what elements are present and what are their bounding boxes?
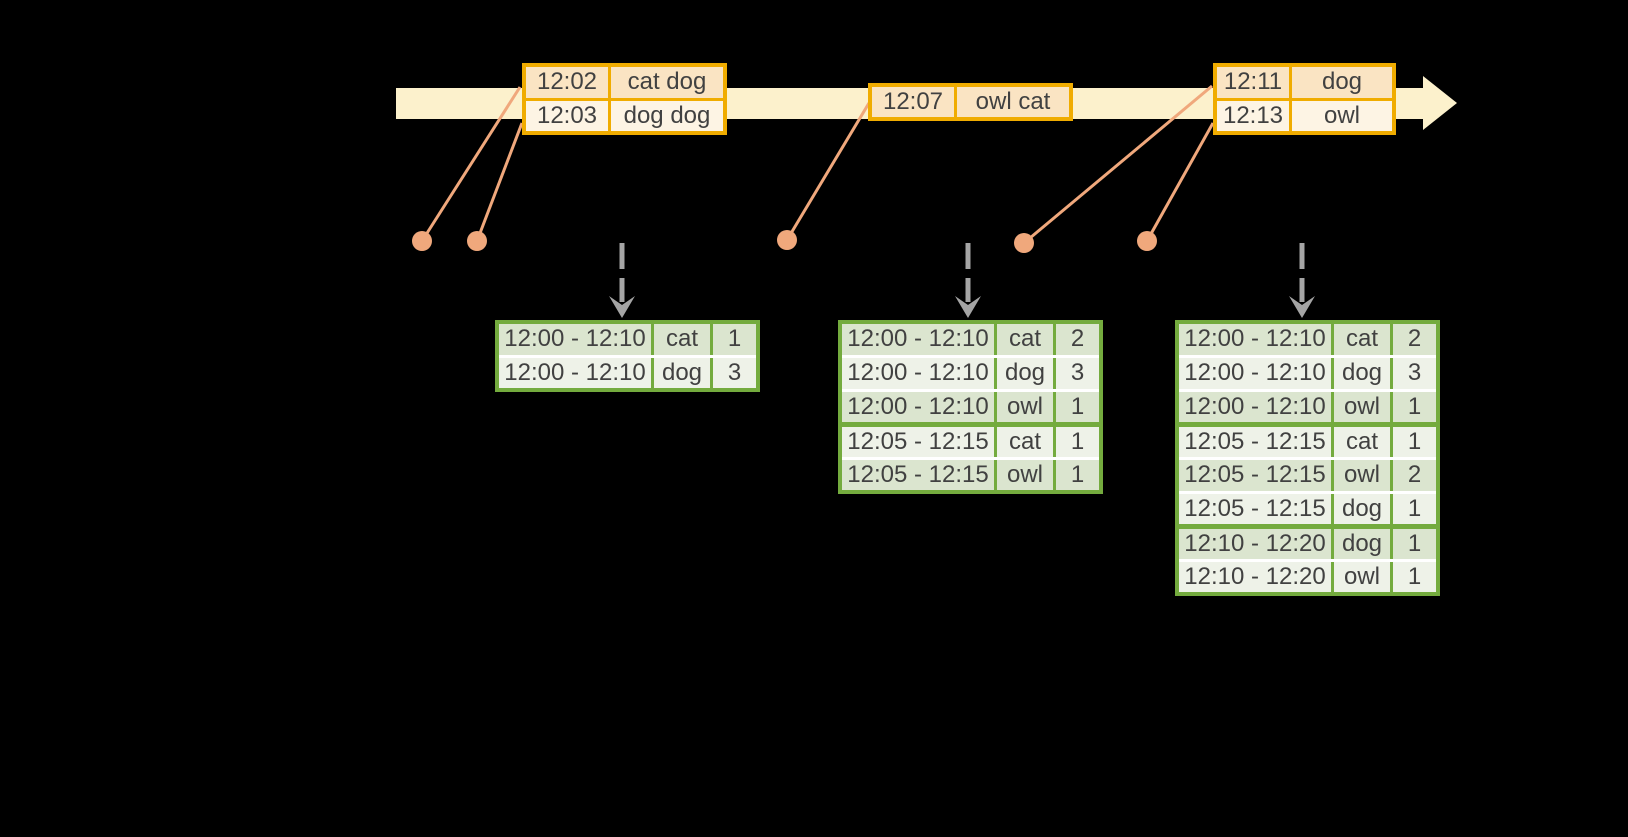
- event-table-2: 12:07 owl cat: [868, 83, 1073, 121]
- result-row: 12:05 - 12:15 cat 1: [1175, 421, 1440, 460]
- count-cell: 1: [1390, 421, 1440, 460]
- event-row: 12:07 owl cat: [868, 83, 1073, 121]
- word-cell: cat: [994, 320, 1056, 358]
- event-dot-icon: [467, 231, 487, 251]
- count-cell: 1: [1053, 456, 1103, 494]
- window-cell: 12:05 - 12:15: [838, 421, 997, 460]
- connector-line: [1145, 122, 1215, 242]
- window-cell: 12:10 - 12:20: [1175, 558, 1334, 596]
- result-row: 12:00 - 12:10 owl 1: [838, 388, 1103, 426]
- word-cell: cat: [1331, 320, 1393, 358]
- window-cell: 12:00 - 12:10: [1175, 388, 1334, 426]
- window-cell: 12:00 - 12:10: [838, 388, 997, 426]
- word-cell: dog: [1331, 490, 1393, 528]
- result-row: 12:10 - 12:20 owl 1: [1175, 558, 1440, 596]
- event-row: 12:02 cat dog: [522, 63, 727, 101]
- word-cell: owl: [1331, 558, 1393, 596]
- trigger-arrowhead-icon: [955, 296, 981, 318]
- event-dot-icon: [1014, 233, 1034, 253]
- window-cell: 12:00 - 12:10: [1175, 320, 1334, 358]
- connector-line: [475, 122, 524, 242]
- event-words-cell: owl cat: [954, 83, 1073, 121]
- event-words-cell: dog: [1289, 63, 1396, 101]
- result-table-1: 12:00 - 12:10 cat 1 12:00 - 12:10 dog 3: [495, 320, 760, 392]
- count-cell: 1: [1390, 558, 1440, 596]
- result-row: 12:05 - 12:15 owl 1: [838, 456, 1103, 494]
- result-table-3: 12:00 - 12:10 cat 2 12:00 - 12:10 dog 3 …: [1175, 320, 1440, 596]
- result-row: 12:00 - 12:10 owl 1: [1175, 388, 1440, 426]
- result-row: 12:05 - 12:15 owl 2: [1175, 456, 1440, 494]
- count-cell: 3: [1390, 354, 1440, 392]
- window-cell: 12:00 - 12:10: [1175, 354, 1334, 392]
- trigger-arrows: [609, 243, 1315, 318]
- result-row: 12:00 - 12:10 dog 3: [838, 354, 1103, 392]
- event-dot-icon: [777, 230, 797, 250]
- window-cell: 12:00 - 12:10: [838, 354, 997, 392]
- count-cell: 2: [1053, 320, 1103, 358]
- result-row: 12:00 - 12:10 cat 2: [1175, 320, 1440, 358]
- event-time-cell: 12:02: [522, 63, 611, 101]
- event-table-3: 12:11 dog 12:13 owl: [1213, 63, 1396, 135]
- trigger-arrowhead-icon: [609, 296, 635, 318]
- count-cell: 1: [1053, 421, 1103, 460]
- event-time-cell: 12:13: [1213, 97, 1292, 135]
- result-table-2: 12:00 - 12:10 cat 2 12:00 - 12:10 dog 3 …: [838, 320, 1103, 494]
- window-cell: 12:00 - 12:10: [495, 354, 654, 392]
- window-cell: 12:05 - 12:15: [838, 456, 997, 494]
- word-cell: dog: [651, 354, 713, 392]
- count-cell: 1: [1390, 388, 1440, 426]
- word-cell: cat: [1331, 421, 1393, 460]
- word-cell: owl: [1331, 388, 1393, 426]
- count-cell: 1: [710, 320, 760, 358]
- count-cell: 1: [1390, 490, 1440, 528]
- event-row: 12:11 dog: [1213, 63, 1396, 101]
- event-table-1: 12:02 cat dog 12:03 dog dog: [522, 63, 727, 135]
- event-time-cell: 12:07: [868, 83, 957, 121]
- result-row: 12:05 - 12:15 dog 1: [1175, 490, 1440, 528]
- word-cell: owl: [994, 456, 1056, 494]
- window-cell: 12:05 - 12:15: [1175, 490, 1334, 528]
- trigger-arrowhead-icon: [1289, 296, 1315, 318]
- event-dot-icon: [412, 231, 432, 251]
- connector-line: [1023, 84, 1213, 245]
- timeline-arrowhead-icon: [1423, 76, 1457, 130]
- word-cell: cat: [994, 421, 1056, 460]
- event-words-cell: cat dog: [608, 63, 727, 101]
- result-row: 12:10 - 12:20 dog 1: [1175, 523, 1440, 562]
- word-cell: dog: [1331, 354, 1393, 392]
- word-cell: owl: [1331, 456, 1393, 494]
- window-cell: 12:05 - 12:15: [1175, 456, 1334, 494]
- word-cell: owl: [994, 388, 1056, 426]
- event-time-cell: 12:03: [522, 97, 611, 135]
- window-cell: 12:00 - 12:10: [838, 320, 997, 358]
- result-row: 12:00 - 12:10 cat 1: [495, 320, 760, 358]
- word-cell: cat: [651, 320, 713, 358]
- word-cell: dog: [1331, 523, 1393, 562]
- count-cell: 3: [1053, 354, 1103, 392]
- event-connectors: [420, 84, 1215, 245]
- connector-line: [785, 102, 871, 241]
- word-cell: dog: [994, 354, 1056, 392]
- result-row: 12:00 - 12:10 cat 2: [838, 320, 1103, 358]
- event-dot-icon: [1137, 231, 1157, 251]
- event-row: 12:13 owl: [1213, 97, 1396, 135]
- count-cell: 3: [710, 354, 760, 392]
- count-cell: 1: [1390, 523, 1440, 562]
- event-words-cell: owl: [1289, 97, 1396, 135]
- result-row: 12:00 - 12:10 dog 3: [495, 354, 760, 392]
- event-row: 12:03 dog dog: [522, 97, 727, 135]
- count-cell: 2: [1390, 320, 1440, 358]
- count-cell: 2: [1390, 456, 1440, 494]
- window-cell: 12:10 - 12:20: [1175, 523, 1334, 562]
- count-cell: 1: [1053, 388, 1103, 426]
- window-cell: 12:00 - 12:10: [495, 320, 654, 358]
- event-words-cell: dog dog: [608, 97, 727, 135]
- result-row: 12:00 - 12:10 dog 3: [1175, 354, 1440, 392]
- event-time-cell: 12:11: [1213, 63, 1292, 101]
- window-cell: 12:05 - 12:15: [1175, 421, 1334, 460]
- connector-line: [420, 86, 522, 242]
- result-row: 12:05 - 12:15 cat 1: [838, 421, 1103, 460]
- event-markers: [412, 230, 1157, 253]
